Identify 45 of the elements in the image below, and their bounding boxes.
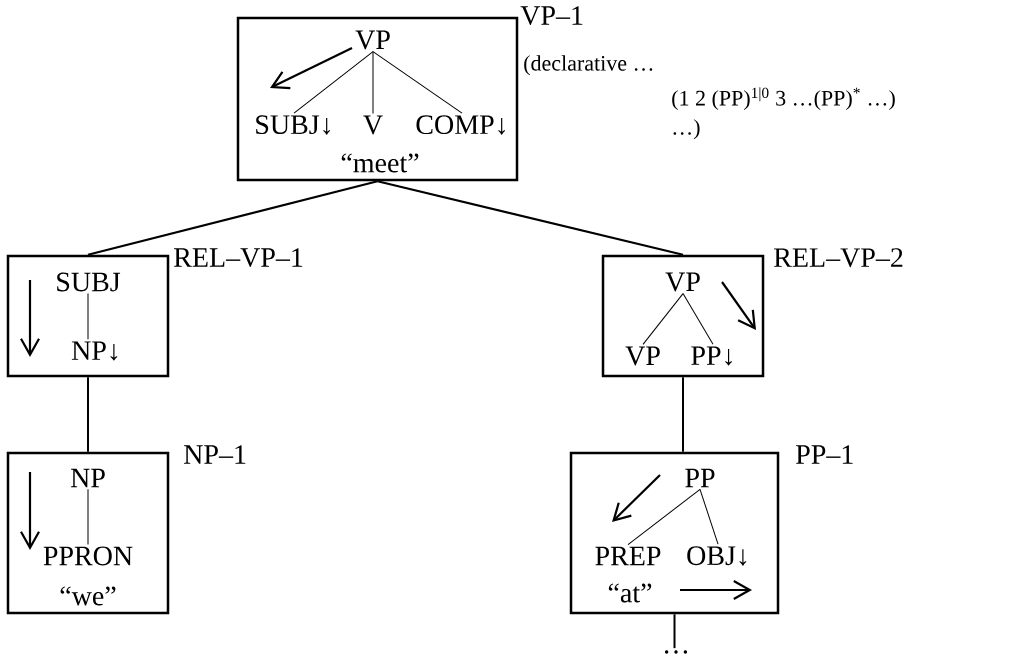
tree-box [6, 254, 170, 378]
tree-box [569, 451, 780, 615]
branch-line [627, 488, 701, 546]
box-label: REL–VP–2 [774, 248, 903, 268]
box-label: PP–1 [796, 445, 853, 464]
tree-box [601, 254, 765, 378]
tree-label: “we” [60, 586, 116, 606]
branch-line [682, 293, 714, 345]
tree-label: “at” [608, 583, 652, 603]
branch-line [682, 376, 684, 453]
tree-label: NP [70, 468, 105, 488]
branch-line [87, 488, 89, 545]
tree-label: VP [355, 30, 390, 50]
tree-label: OBJ↓ [687, 546, 747, 566]
feature-note: …) [673, 119, 700, 140]
box-label: REL–VP–1 [174, 248, 303, 268]
box-label: NP–1 [184, 445, 246, 464]
tree-label: VP [625, 346, 660, 366]
branch-line [372, 51, 374, 114]
branch-line [673, 613, 676, 650]
tree-label: SUBJ↓ [256, 115, 330, 135]
branch-line [293, 51, 374, 114]
branch-line [642, 293, 684, 345]
tree-box [236, 16, 519, 182]
tree-label: NP↓ [71, 341, 118, 361]
branch-line [376, 180, 684, 256]
branch-line [87, 293, 89, 340]
tree-label: “meet” [341, 153, 419, 173]
tree-label: PPRON [43, 546, 133, 566]
tree-label: PP↓ [691, 346, 732, 366]
tree-box [6, 451, 170, 615]
tree-label: V [363, 115, 383, 135]
feature-note: (declarative … [524, 55, 653, 76]
branch-line [699, 488, 719, 545]
tree-label: VP [665, 272, 700, 292]
tree-label: … [665, 650, 688, 654]
tree-label: PP [685, 468, 715, 488]
branch-line [87, 376, 89, 453]
tree-label: SUBJ [57, 272, 121, 292]
branch-line [372, 51, 463, 114]
box-label: VP–1 [520, 6, 583, 26]
feature-note: (1 2 (PP)$^{1|0}$ 3 …(PP)$^{*}$ …) [672, 87, 895, 111]
branch-line [87, 180, 379, 256]
tree-label: PREP [595, 546, 661, 566]
tree-label: COMP↓ [416, 115, 505, 135]
